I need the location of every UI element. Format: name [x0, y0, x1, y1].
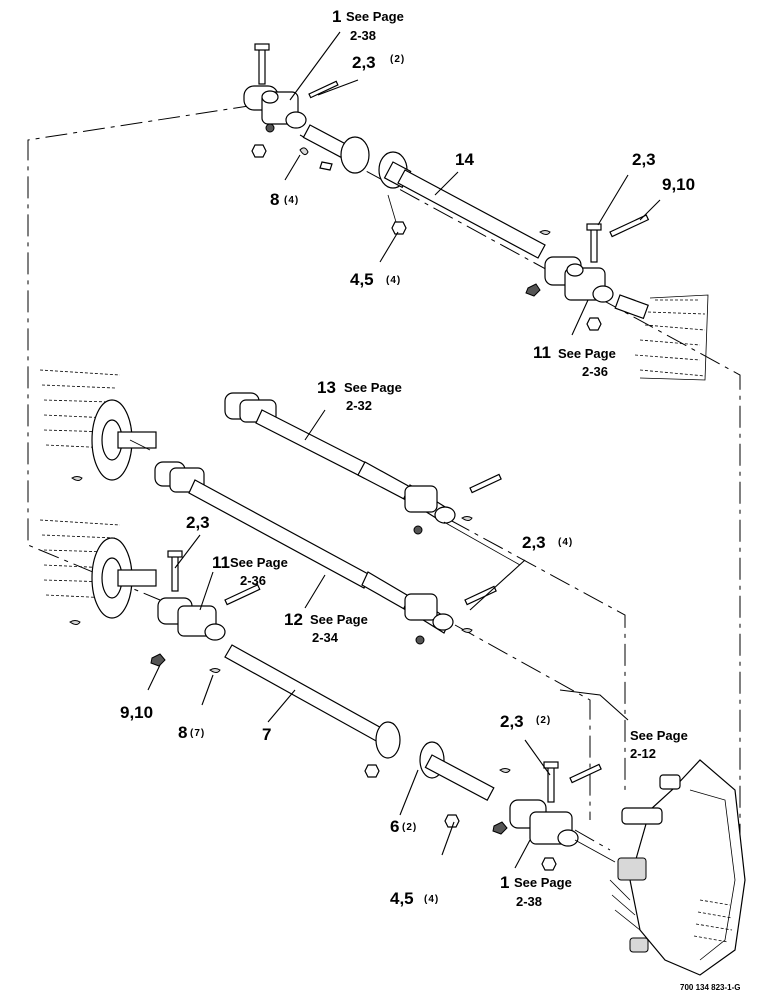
svg-text:(4): (4): [386, 275, 401, 286]
svg-text:See Page: See Page: [514, 875, 572, 890]
svg-text:See Page: See Page: [346, 9, 404, 24]
callout-1-top: 1 See Page 2-38: [332, 7, 404, 43]
svg-text:8: 8: [270, 190, 279, 209]
top-shaft-assembly: [299, 124, 559, 279]
svg-text:12: 12: [284, 610, 303, 629]
svg-text:2-12: 2-12: [630, 746, 656, 761]
svg-text:(2): (2): [536, 715, 551, 726]
svg-text:8: 8: [178, 723, 187, 742]
top-u-joint-right: [525, 214, 709, 381]
svg-text:2,3: 2,3: [522, 533, 546, 552]
leader-lines: [147, 31, 661, 869]
svg-text:(4): (4): [284, 195, 299, 206]
callout-11-right: 11 See Page 2-36: [533, 343, 616, 379]
figure-reference-number: 700 134 823-1-G: [680, 983, 741, 992]
svg-text:2-36: 2-36: [582, 364, 608, 379]
callout-12: 12 See Page 2-34: [284, 610, 368, 645]
svg-text:9,10: 9,10: [662, 175, 695, 194]
svg-text:2-36: 2-36: [240, 573, 266, 588]
svg-text:4,5: 4,5: [350, 270, 374, 289]
svg-text:(2): (2): [390, 54, 405, 65]
callout-1-bottom: 1 See Page 2-38: [500, 873, 572, 909]
callout-7: 7: [262, 725, 271, 744]
svg-text:(7): (7): [190, 728, 205, 739]
callout-8-top: 8 (4): [270, 190, 299, 209]
svg-text:See Page: See Page: [310, 612, 368, 627]
svg-text:1: 1: [500, 873, 509, 892]
svg-text:(4): (4): [558, 537, 573, 548]
left-sprocket-lower: [39, 519, 157, 625]
svg-text:4,5: 4,5: [390, 889, 414, 908]
svg-text:11: 11: [533, 343, 551, 362]
callout-9-10-left: 9,10: [120, 703, 153, 722]
svg-text:2-38: 2-38: [516, 894, 542, 909]
lower-shaft-7: [224, 644, 511, 828]
svg-text:2-38: 2-38: [350, 28, 376, 43]
callout-6: 6 (2): [390, 817, 417, 836]
callout-gearbox: See Page 2-12: [630, 728, 688, 761]
callout-4-5-bottom: 4,5 (4): [390, 889, 439, 908]
svg-text:2,3: 2,3: [186, 513, 210, 532]
gearbox: [609, 759, 746, 976]
callout-13: 13 See Page 2-32: [317, 378, 402, 413]
svg-text:6: 6: [390, 817, 399, 836]
svg-text:(2): (2): [402, 822, 417, 833]
svg-text:See Page: See Page: [558, 346, 616, 361]
middle-shaft-13: [224, 392, 521, 566]
svg-text:2-34: 2-34: [312, 630, 339, 645]
callout-9-10-right: 9,10: [662, 175, 695, 194]
svg-text:(4): (4): [424, 894, 439, 905]
svg-text:2-32: 2-32: [346, 398, 372, 413]
svg-text:2,3: 2,3: [500, 712, 524, 731]
svg-text:9,10: 9,10: [120, 703, 153, 722]
svg-text:14: 14: [455, 150, 474, 169]
svg-text:See Page: See Page: [344, 380, 402, 395]
left-sprocket-upper: [39, 369, 157, 481]
svg-text:11: 11: [212, 553, 230, 572]
callout-2-3-mid-right: 2,3 (4): [522, 533, 573, 552]
callout-2-3-top: 2,3 (2): [352, 53, 405, 72]
svg-text:1: 1: [332, 7, 341, 26]
middle-shaft-12: [129, 439, 497, 645]
callout-2-3-mid-left: 2,3: [186, 513, 210, 532]
top-u-joint-left: [243, 43, 339, 158]
svg-text:See Page: See Page: [630, 728, 688, 743]
callout-11-left: 11 See Page 2-36: [212, 553, 288, 588]
callout-14: 14: [455, 150, 474, 169]
callout-4-5-top: 4,5 (4): [350, 270, 401, 289]
svg-text:7: 7: [262, 725, 271, 744]
svg-text:See Page: See Page: [230, 555, 288, 570]
svg-text:13: 13: [317, 378, 336, 397]
lower-right-u-joint: [492, 761, 616, 871]
callout-2-3-bottom: 2,3 (2): [500, 712, 551, 731]
callout-8-left: 8 (7): [178, 723, 205, 742]
lower-left-u-joint: [150, 550, 261, 673]
svg-text:2,3: 2,3: [352, 53, 376, 72]
svg-text:2,3: 2,3: [632, 150, 656, 169]
callout-2-3-right: 2,3: [632, 150, 656, 169]
